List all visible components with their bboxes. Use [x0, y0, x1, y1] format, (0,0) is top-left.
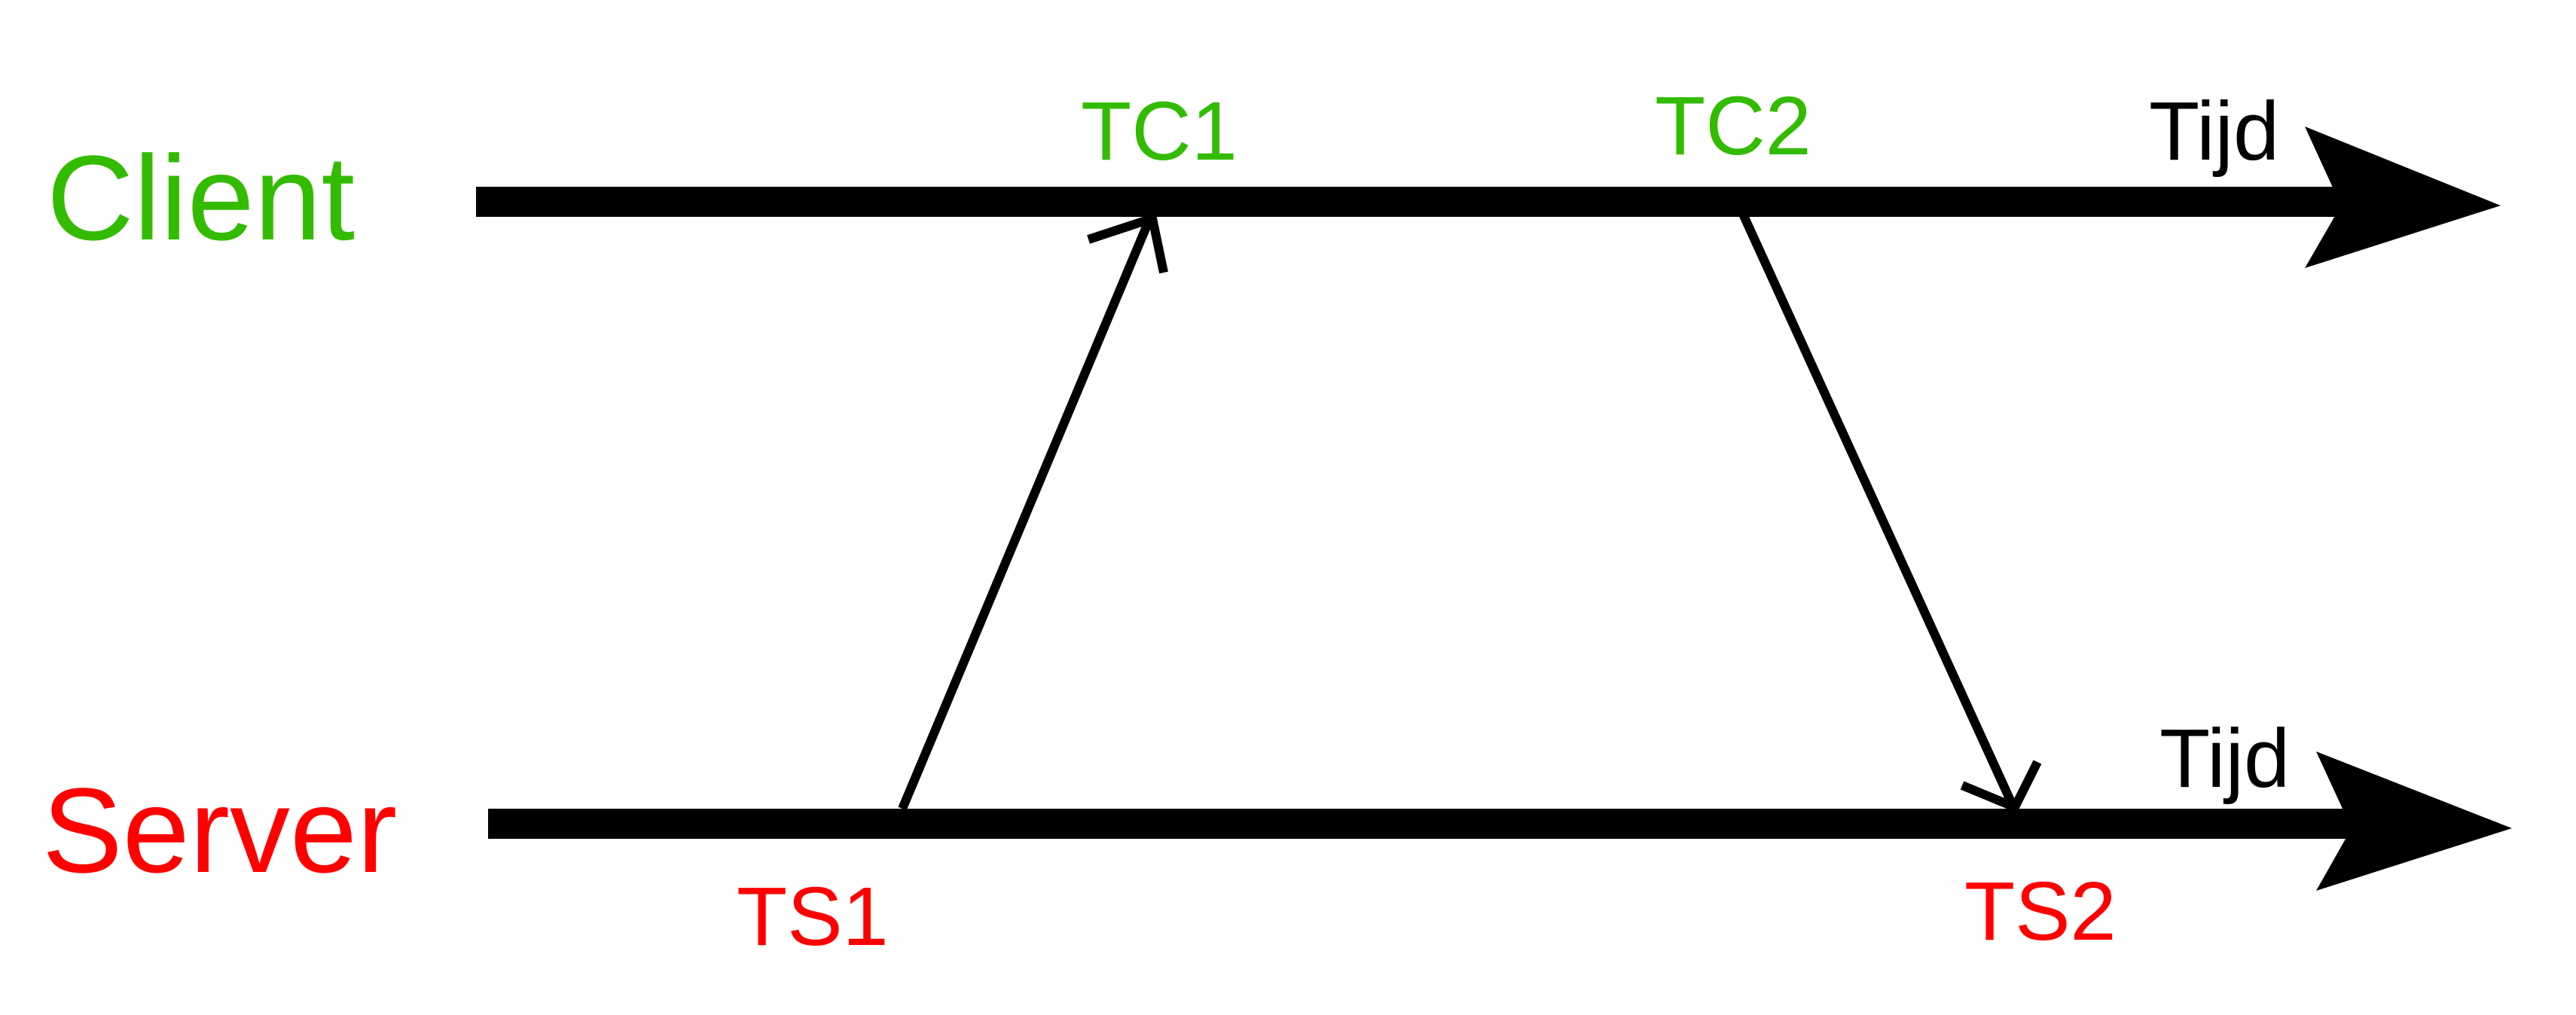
event-label-tc1: TC1 — [1081, 85, 1238, 178]
message-client-to-server — [1738, 210, 2042, 813]
client-time-arrowhead — [2305, 126, 2501, 268]
message-arrowhead-tc1 — [1087, 212, 1168, 274]
server-timeline — [488, 751, 2512, 891]
message-line-tc2-ts2 — [1738, 210, 2019, 812]
message-server-to-client — [898, 210, 1168, 811]
client-label: Client — [47, 130, 355, 265]
event-label-ts1: TS1 — [737, 870, 889, 963]
client-time-label: Tijd — [2149, 85, 2279, 178]
server-time-arrowhead — [2316, 751, 2512, 891]
message-line-ts1-tc1 — [898, 210, 1157, 811]
server-label: Server — [42, 763, 397, 898]
event-label-ts2: TS2 — [1964, 865, 2117, 958]
message-arrowhead-ts2 — [1960, 760, 2042, 813]
client-timeline — [476, 126, 2501, 268]
server-time-label: Tijd — [2159, 712, 2290, 805]
event-label-tc2: TC2 — [1655, 80, 1811, 172]
